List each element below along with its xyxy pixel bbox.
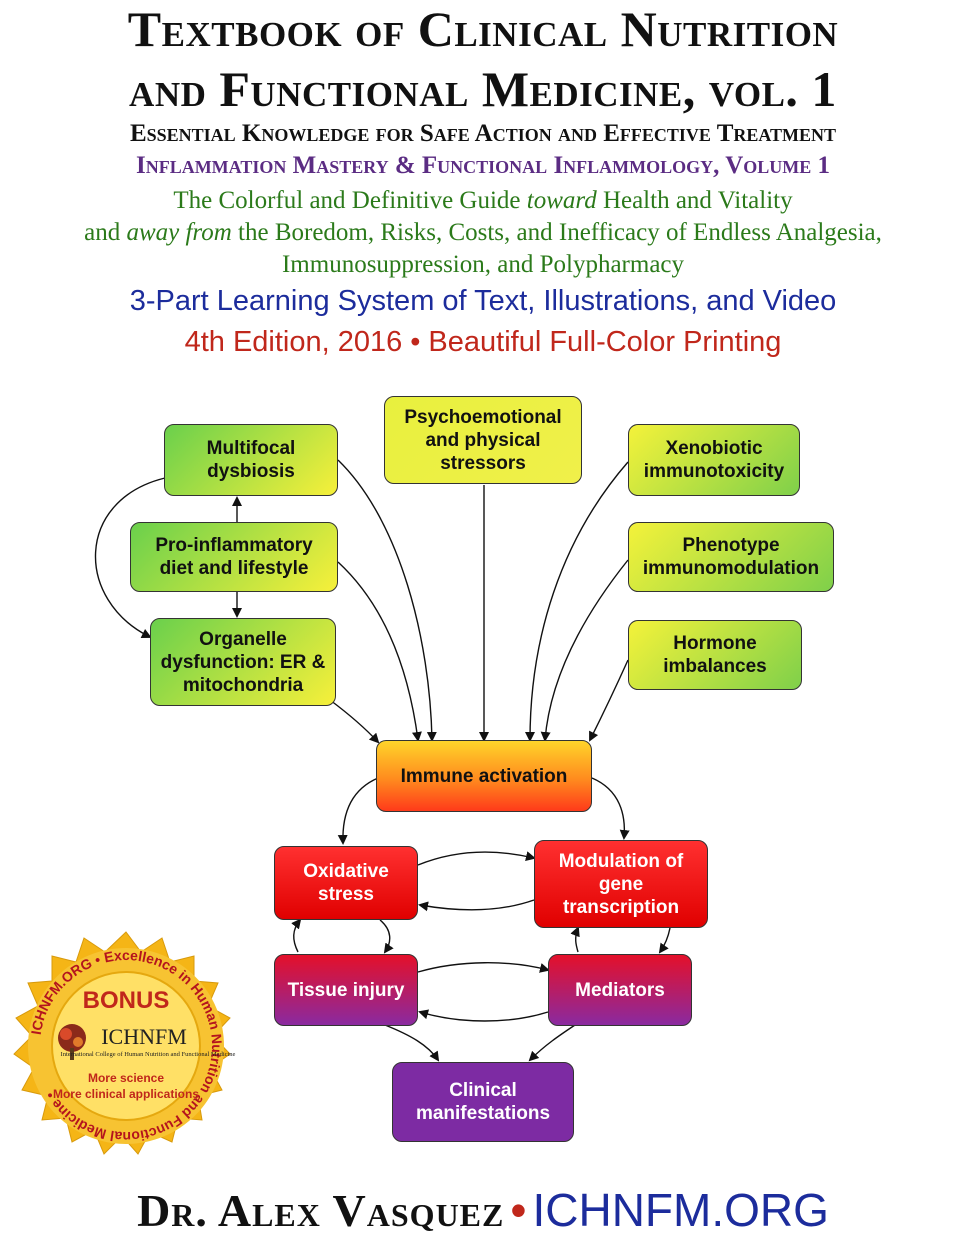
arrow-oxidative-tissue xyxy=(379,919,394,954)
node-modulation-gene-transcription: Modulation of gene transcription xyxy=(534,840,708,928)
node-psychoemotional-stressors: Psychoemotional and physical stressors xyxy=(384,396,582,484)
arrow-multifocal-immune xyxy=(337,459,437,742)
arrow-modulation-mediators xyxy=(658,927,671,954)
arrow-tissue-clinical xyxy=(384,1024,440,1062)
title-line-2: and Functional Medicine, vol. 1 xyxy=(129,61,837,117)
arrow-mediators-modulation xyxy=(570,926,580,953)
badge-more-clinical: More clinical applications xyxy=(53,1087,199,1101)
arrow-immune-modulation xyxy=(591,777,630,840)
arrow-organelle-immune xyxy=(329,699,380,744)
arrow-mediators-clinical xyxy=(528,1024,576,1062)
badge-tree-icon xyxy=(58,1024,86,1060)
footer-bullet: • xyxy=(510,1184,527,1236)
arrow-xeno-immune xyxy=(525,461,629,742)
arrow-tissue-mediators xyxy=(417,962,550,973)
badge-bonus: BONUS xyxy=(83,987,170,1014)
arrow-immune-oxidative xyxy=(337,777,379,845)
title-line-1: Textbook of Clinical Nutrition xyxy=(127,1,839,57)
node-xenobiotic-immunotoxicity: Xenobiotic immunotoxicity xyxy=(628,424,800,496)
node-phenotype-immunomodulation: Phenotype immunomodulation xyxy=(628,522,834,592)
arrow-phenotype-immune xyxy=(540,559,629,742)
node-multifocal-dysbiosis: Multifocal dysbiosis xyxy=(164,424,338,496)
edition-line: 4th Edition, 2016•Beautiful Full-Color P… xyxy=(184,326,782,358)
arrow-proinflam-immune xyxy=(337,561,422,742)
badge-college: International College of Human Nutrition… xyxy=(61,1051,236,1058)
node-mediators: Mediators xyxy=(548,954,692,1026)
learning-system: 3-Part Learning System of Text, Illustra… xyxy=(129,285,837,317)
series-title: Inflammation Mastery & Functional Inflam… xyxy=(135,152,831,179)
arrow-mediators-tissue xyxy=(418,1009,549,1022)
node-clinical-manifestations: Clinical manifestations xyxy=(392,1062,574,1142)
author-name: Dr. Alex Vasquez xyxy=(137,1185,505,1236)
arrow-hormone-immune xyxy=(589,659,629,742)
tagline-line-3: Immunosuppression, and Polypharmacy xyxy=(281,251,685,278)
tagline-line-1: The Colorful and Definitive Guide toward… xyxy=(173,187,793,214)
arrow-tissue-oxidative xyxy=(291,918,302,953)
badge-more-science: More science xyxy=(88,1071,164,1085)
node-immune-activation: Immune activation xyxy=(376,740,592,812)
node-proinflammatory-diet: Pro-inflammatory diet and lifestyle xyxy=(130,522,338,592)
site-link[interactable]: ICHNFM.ORG xyxy=(532,1184,829,1236)
subtitle: Essential Knowledge for Safe Action and … xyxy=(129,120,837,147)
node-oxidative-stress: Oxidative stress xyxy=(274,846,418,920)
arrow-oxidative-modulation xyxy=(417,851,536,866)
footer: Dr. Alex Vasquez•ICHNFM.ORG xyxy=(0,1180,966,1241)
arrow-modulation-oxidative xyxy=(418,899,535,912)
tagline-line-2: and away from the Boredom, Risks, Costs,… xyxy=(84,219,882,246)
bonus-badge: ICHNFM.ORG • Excellence in Human Nutriti… xyxy=(13,931,236,1155)
node-hormone-imbalances: Hormone imbalances xyxy=(628,620,802,690)
node-organelle-dysfunction: Organelle dysfunction: ER & mitochondria xyxy=(150,618,336,706)
node-tissue-injury: Tissue injury xyxy=(274,954,418,1026)
badge-logo: ICHNFM xyxy=(101,1024,187,1049)
